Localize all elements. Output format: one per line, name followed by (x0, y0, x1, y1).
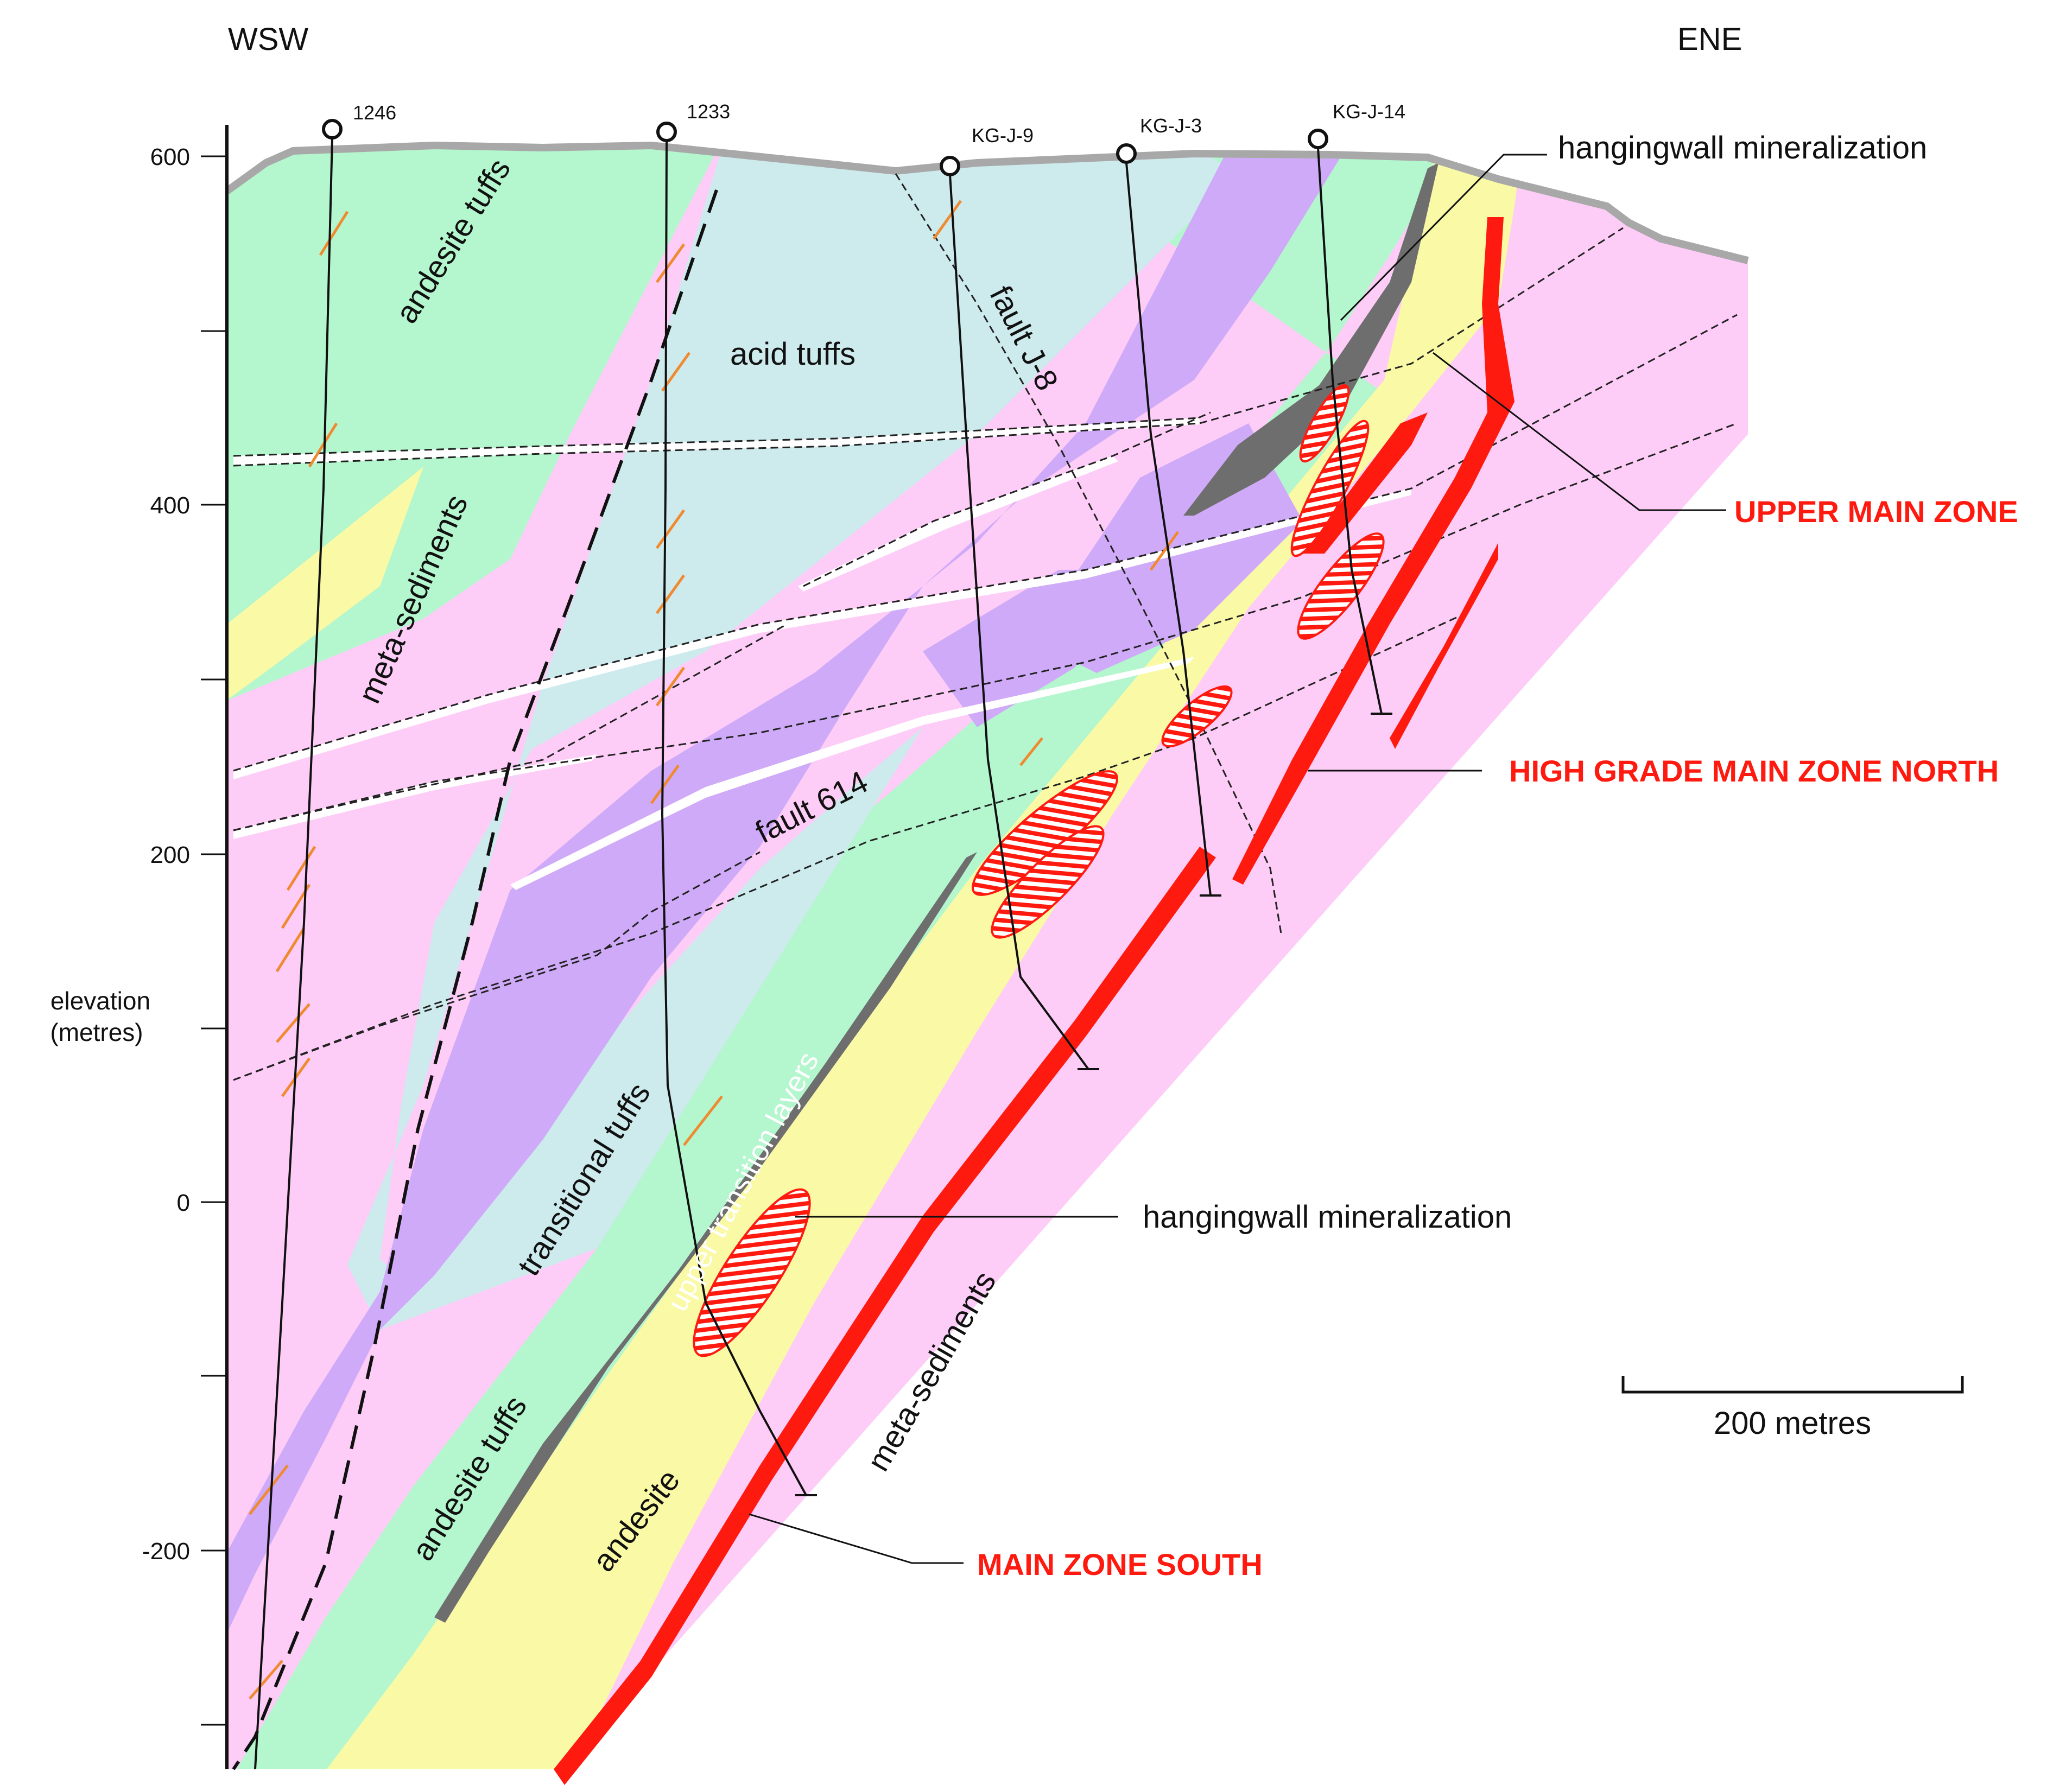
andesite-unit (315, 163, 1520, 1769)
unit-label-acid-tuffs: acid tuffs (730, 336, 856, 372)
callout-leaders (749, 154, 1726, 1564)
drillhole-collars (322, 119, 1328, 176)
axis-label-line2: (metres) (50, 1018, 143, 1046)
axis-label-line1: elevation (50, 987, 150, 1015)
orientation-right-label: ENE (1677, 22, 1742, 57)
transition-layer-dark (434, 852, 977, 1623)
drillhole-trace (1125, 162, 1212, 896)
transitional-tuffs-unit (923, 570, 1140, 727)
fault-614-trace (233, 314, 1738, 772)
drillhole-trace (1317, 147, 1383, 714)
topography-line (224, 141, 1749, 264)
drillhole-label: 1246 (353, 101, 396, 124)
fault-j8 (895, 173, 1282, 934)
hangingwall-mineralization-lenses (693, 384, 1385, 1357)
callout-hangingwall-mineralization: hangingwall mineralization (1143, 1199, 1512, 1235)
contact-dashed (232, 189, 718, 1770)
callout-main-zone-south: MAIN ZONE SOUTH (977, 1547, 1263, 1581)
orientation-left-label: WSW (228, 22, 308, 57)
acid-tuffs-unit (347, 145, 1238, 1330)
transitional-tuffs-unit (227, 145, 1357, 1634)
drillholes (254, 137, 1392, 1770)
scale-bar (1621, 1376, 1964, 1394)
callout-high-grade-main-zone-north: HIGH GRADE MAIN ZONE NORTH (1509, 754, 1999, 788)
drillhole-trace (949, 174, 1089, 1070)
axis-tick-label: -200 (142, 1538, 190, 1565)
faults (233, 173, 1738, 1081)
elevation-axis: 600 400 200 0 -200 elevation (metres) (50, 125, 229, 1769)
callout-upper-main-zone: UPPER MAIN ZONE (1734, 494, 2018, 529)
axis-tick-label: 600 (150, 144, 190, 170)
drillhole-label: KG-J-14 (1333, 100, 1405, 123)
callout-hangingwall-mineralization: hangingwall mineralization (1558, 130, 1927, 166)
drillhole-label: 1233 (687, 100, 730, 123)
drillhole-trace (254, 137, 333, 1770)
axis-tick-label: 400 (150, 492, 190, 519)
axis-tick-label: 200 (150, 842, 190, 868)
drillhole-label: KG-J-3 (1140, 115, 1202, 137)
main-zone-ore (554, 217, 1515, 1785)
axis-tick-label: 0 (177, 1190, 190, 1216)
drillhole-label: KG-J-9 (972, 124, 1034, 147)
structural-ticks (249, 200, 1180, 1700)
drillhole-trace (661, 141, 807, 1496)
andesite-unit (227, 467, 423, 700)
scale-bar-label: 200 metres (1714, 1406, 1871, 1441)
